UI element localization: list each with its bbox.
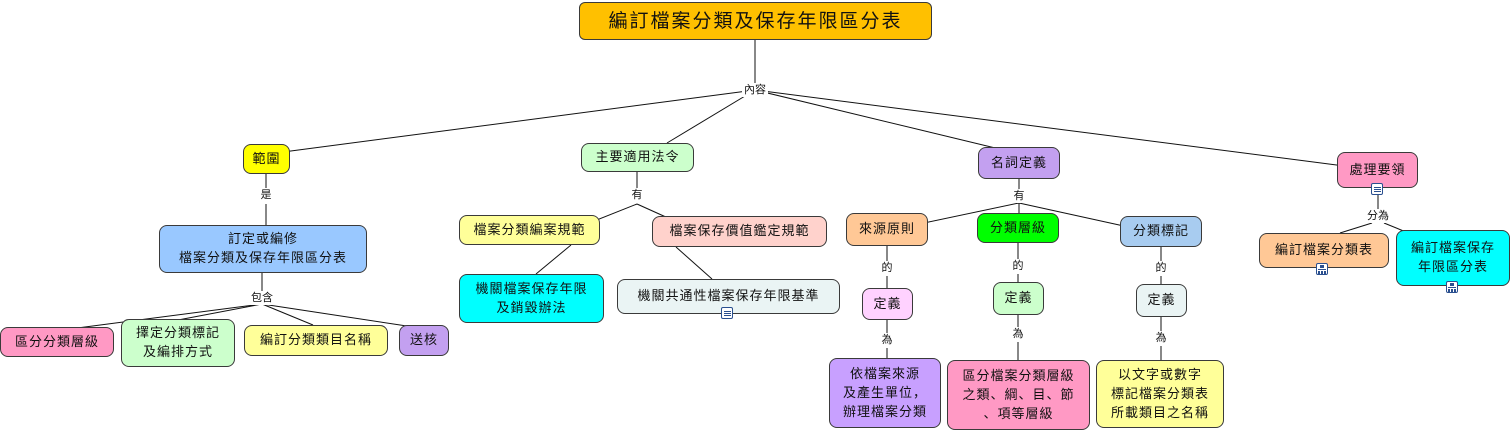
- root-concept[interactable]: 編訂檔案分類及保存年限區分表: [579, 2, 932, 40]
- connector-line: [267, 89, 756, 155]
- connector-line: [177, 303, 263, 321]
- node-def-level[interactable]: 定義: [993, 282, 1044, 315]
- connector-line: [61, 303, 263, 331]
- node-law-common-standard[interactable]: 機關共通性檔案保存年限基準: [617, 279, 840, 314]
- node-laws[interactable]: 主要適用法令: [581, 143, 694, 172]
- connector-line: [754, 89, 1017, 154]
- node-terms[interactable]: 名詞定義: [978, 147, 1060, 179]
- node-handling-table[interactable]: 編訂檔案分類表: [1259, 233, 1389, 268]
- node-law-value[interactable]: 檔案保存價值鑑定規範: [652, 216, 827, 247]
- link-label-has-laws: 有: [629, 188, 645, 202]
- node-include-level[interactable]: 區分分類層級: [0, 327, 114, 357]
- node-source-principle[interactable]: 來源原則: [846, 213, 928, 246]
- node-law-classification[interactable]: 檔案分類編案規範: [459, 215, 600, 245]
- node-desc-mark[interactable]: 以文字或數字 標記檔案分類表 所載類目之名稱: [1096, 360, 1224, 428]
- node-law-agency-disposal[interactable]: 機關檔案保存年限 及銷毀辦法: [459, 274, 604, 323]
- link-label-as-mark: 為: [1153, 331, 1169, 345]
- node-desc-source[interactable]: 依檔案來源 及產生單位， 辦理檔案分類: [829, 358, 941, 428]
- node-desc-level[interactable]: 區分檔案分類層級 之類、綱、目、節 、項等層級: [947, 360, 1090, 430]
- node-def-mark[interactable]: 定義: [1136, 284, 1187, 317]
- connector-line: [261, 303, 314, 326]
- connector-line: [666, 89, 756, 144]
- node-compile-revise[interactable]: 訂定或編修 檔案分類及保存年限區分表: [159, 225, 367, 273]
- link-label-of-source: 的: [879, 261, 895, 275]
- connector-line: [1339, 222, 1373, 234]
- node-handling[interactable]: 處理要領: [1337, 152, 1418, 188]
- link-label-is: 是: [258, 188, 274, 202]
- link-label-as-level: 為: [1010, 327, 1026, 341]
- node-handling-retention[interactable]: 編訂檔案保存 年限區分表: [1396, 230, 1510, 286]
- link-label-as-source: 為: [879, 333, 895, 347]
- node-class-mark[interactable]: 分類標記: [1120, 216, 1202, 247]
- link-label-of-mark: 的: [1153, 261, 1169, 275]
- connector-line: [261, 303, 421, 329]
- link-label-content: 內容: [742, 83, 768, 97]
- connector-line: [754, 89, 1353, 168]
- node-include-method[interactable]: 擇定分類標記 及編排方式: [121, 319, 235, 367]
- document-attachment-icon[interactable]: [721, 307, 733, 319]
- link-label-has-terms: 有: [1011, 189, 1027, 203]
- node-class-level[interactable]: 分類層級: [977, 213, 1059, 243]
- node-scope[interactable]: 範圍: [243, 144, 290, 174]
- link-label-includes: 包含: [249, 291, 275, 305]
- node-include-review[interactable]: 送核: [399, 325, 449, 356]
- connector-line: [535, 244, 572, 275]
- sub-map-icon[interactable]: [1446, 281, 1458, 293]
- document-attachment-icon[interactable]: [1371, 183, 1383, 195]
- node-def-source[interactable]: 定義: [862, 288, 913, 320]
- link-label-divided: 分為: [1365, 209, 1391, 223]
- sub-map-icon[interactable]: [1316, 263, 1328, 275]
- node-include-name[interactable]: 編訂分類類目名稱: [244, 325, 388, 356]
- link-label-of-level: 的: [1010, 259, 1026, 273]
- connector-line: [675, 246, 713, 280]
